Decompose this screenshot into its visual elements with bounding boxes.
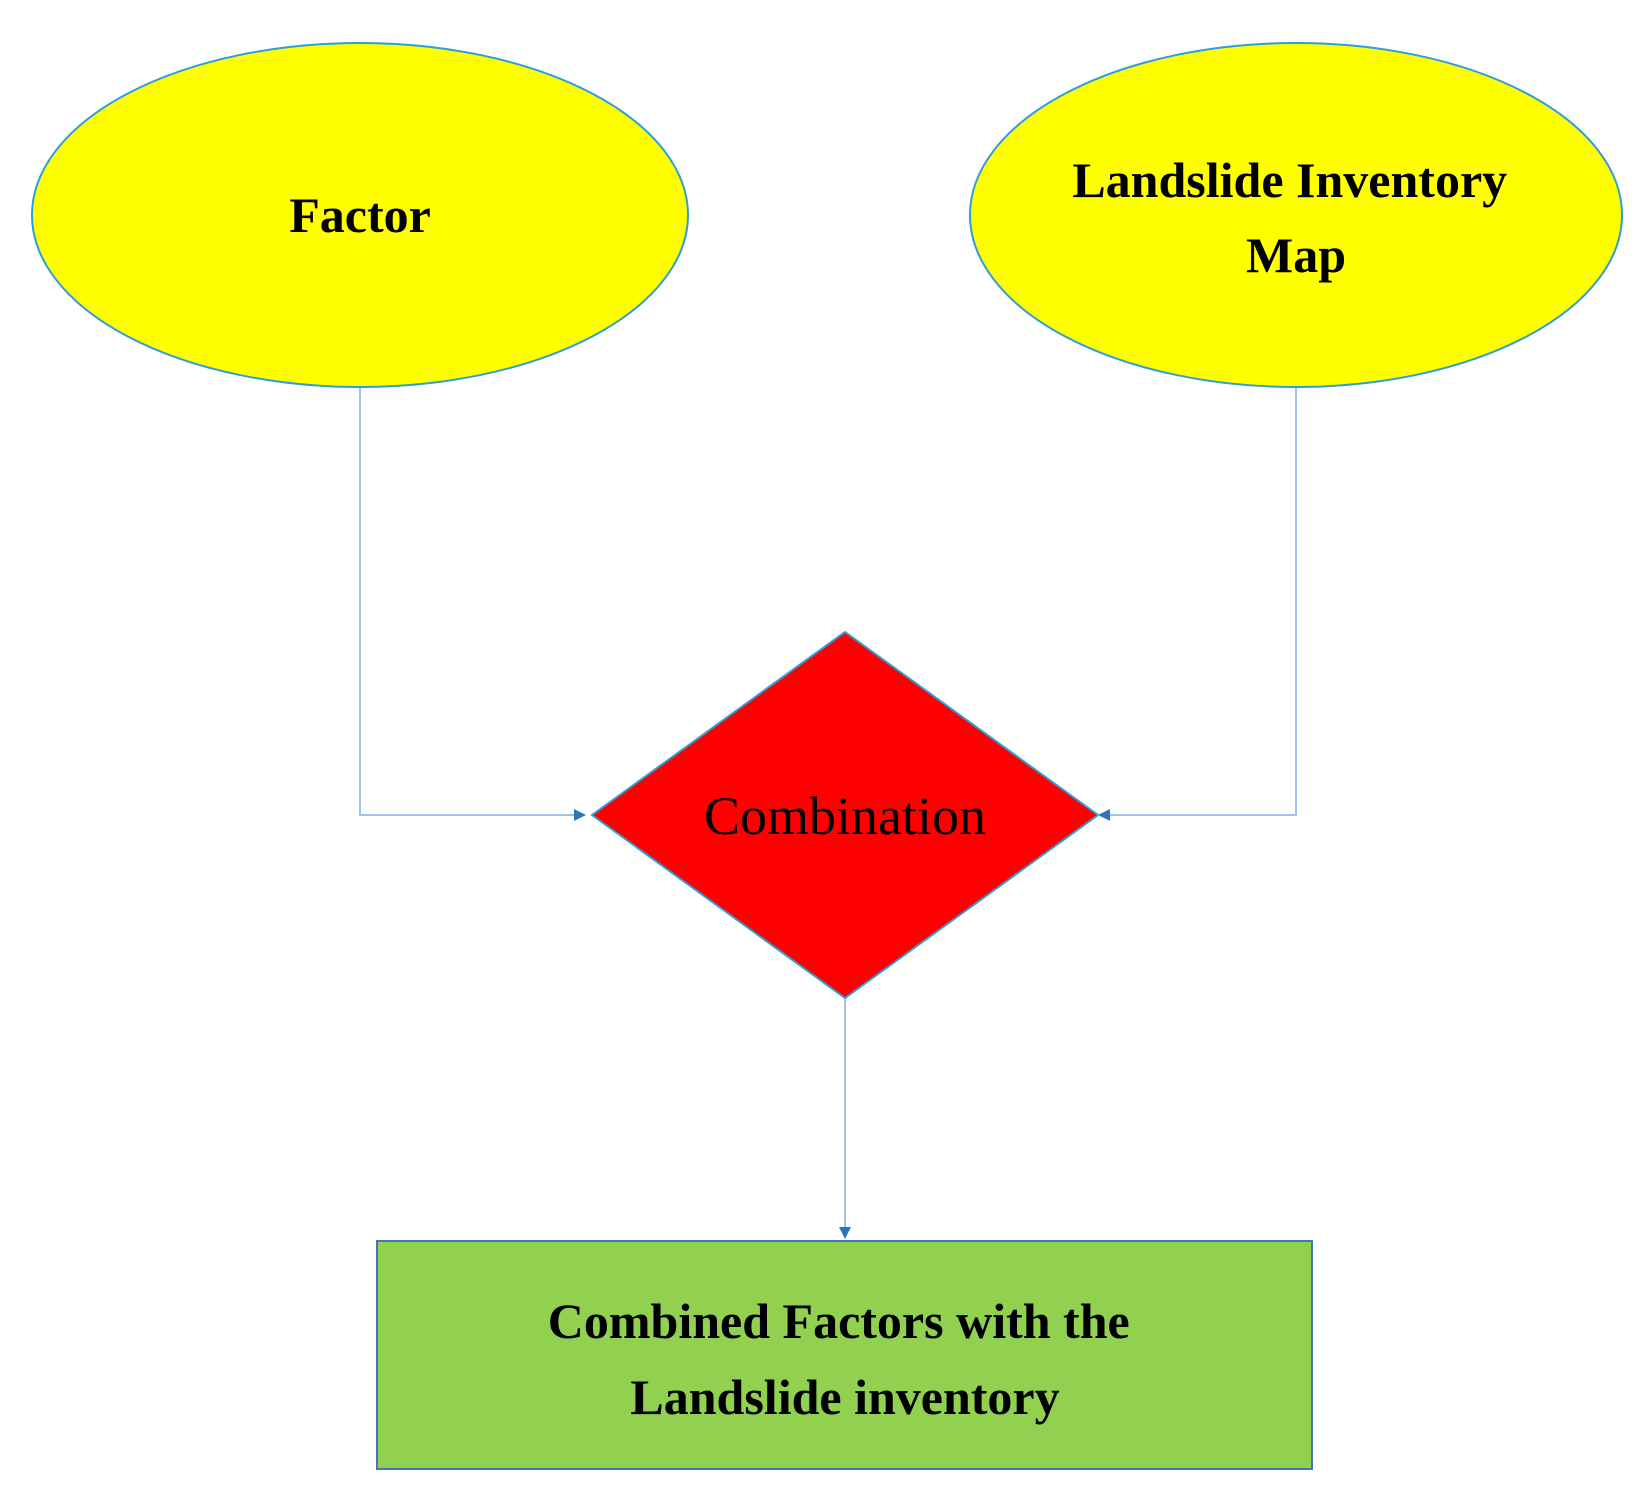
inventory-map-ellipse bbox=[969, 42, 1623, 388]
connector-inventory-to-combination bbox=[1098, 388, 1297, 821]
combination-diamond bbox=[590, 630, 1100, 1000]
svg-text:Landslide Inventory Map: Landslide Inventory Map bbox=[1072, 152, 1519, 283]
combined-factors-label-line-1: Combined Factors with the bbox=[548, 1293, 1130, 1349]
svg-text:Factor: Factor bbox=[289, 187, 431, 243]
factor-node[interactable]: Factor bbox=[31, 42, 689, 388]
factor-label: Factor bbox=[289, 187, 431, 243]
svg-text:Combination: Combination bbox=[704, 786, 986, 846]
connector-factor-to-combination bbox=[359, 388, 586, 821]
combined-factors-box bbox=[376, 1240, 1313, 1470]
combination-label: Combination bbox=[704, 786, 986, 846]
factor-ellipse bbox=[31, 42, 689, 388]
combination-node[interactable]: Combination bbox=[590, 630, 1100, 1000]
svg-text:Combined Factors with the: Combined Factors with the Landslide inve… bbox=[548, 1293, 1142, 1425]
combined-factors-node[interactable]: Combined Factors with the Landslide inve… bbox=[376, 1240, 1313, 1470]
inventory-map-label-line-1: Landslide Inventory bbox=[1072, 152, 1507, 208]
inventory-map-node[interactable]: Landslide Inventory Map bbox=[969, 42, 1623, 388]
inventory-map-label-line-2: Map bbox=[1246, 227, 1346, 283]
combined-factors-label-line-2: Landslide inventory bbox=[630, 1369, 1059, 1425]
